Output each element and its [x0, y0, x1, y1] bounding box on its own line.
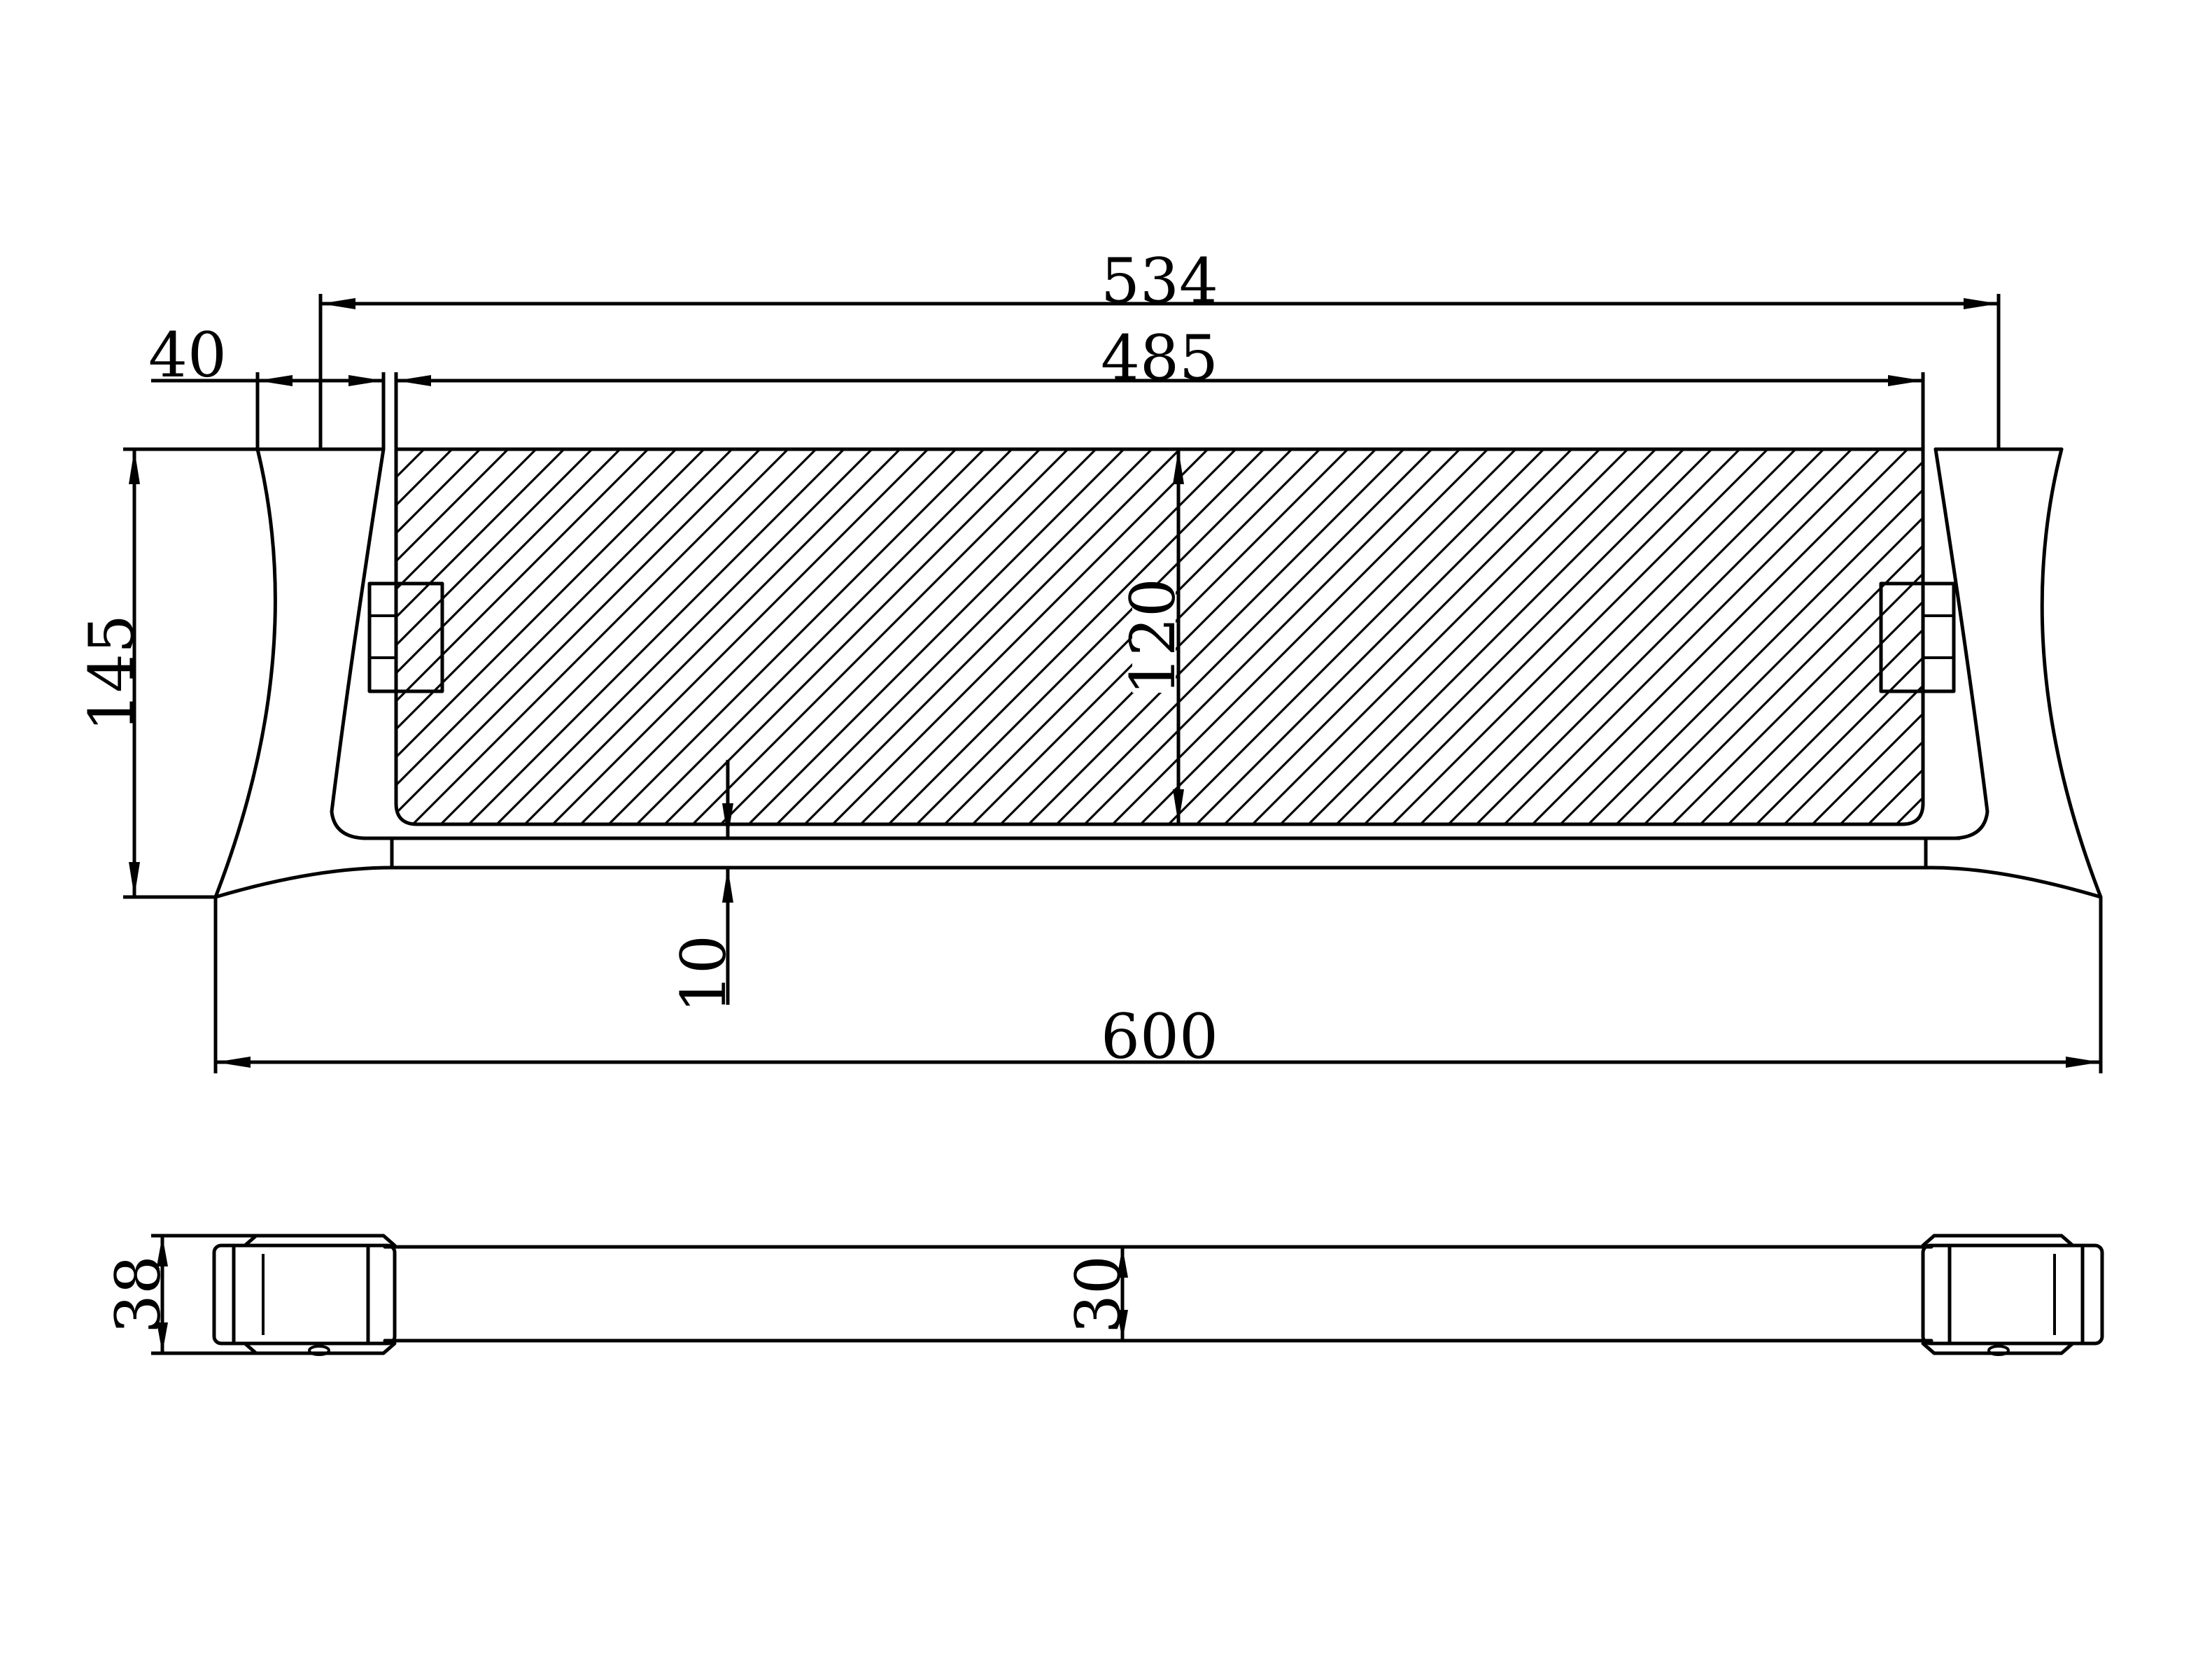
hatch-line — [1111, 449, 1489, 824]
hatch-line — [1867, 449, 1923, 824]
hatch-line — [396, 449, 593, 824]
hatch-line — [396, 449, 621, 824]
dimension-label-30: 30 — [1062, 1255, 1134, 1334]
hatch-line — [579, 449, 957, 824]
left-bracket-outer — [213, 447, 277, 899]
hatch-line — [551, 449, 929, 824]
hatch-line — [831, 449, 1209, 824]
hatch-line — [523, 449, 901, 824]
hatch-line — [396, 449, 537, 824]
hatch-line — [467, 449, 845, 824]
dimension-120: 120 — [1117, 449, 1189, 824]
hatch-line — [411, 449, 789, 824]
dimension-145: 145 — [76, 447, 383, 899]
hatch-line — [1139, 449, 1517, 824]
hatch-line — [999, 449, 1377, 824]
dimension-label-120: 120 — [1117, 578, 1189, 696]
right-bracket-outer — [2040, 447, 2103, 899]
hatch-line — [719, 449, 1097, 824]
dimension-30: 30 — [1062, 1247, 1134, 1341]
hatch-line — [1475, 449, 1853, 824]
hatch-line — [1727, 449, 1923, 824]
hatch-line — [747, 449, 1125, 824]
dimension-600: 600 — [213, 897, 2103, 1073]
hatch-line — [1924, 449, 2205, 824]
hatch-line — [1391, 449, 1769, 824]
right-clamp-block — [1879, 581, 1956, 693]
dimension-label-485: 485 — [1101, 322, 1218, 394]
hatch-line — [1447, 449, 1825, 824]
hatch-line — [1251, 449, 1629, 824]
hatch-line — [635, 449, 1013, 824]
hatch-line — [1503, 449, 1881, 824]
hatch-line — [1587, 449, 1923, 824]
hatch-line — [396, 449, 481, 824]
hatch-line — [495, 449, 873, 824]
dimension-label-40: 40 — [148, 319, 227, 391]
side-view: 38 30 — [102, 1234, 2104, 1356]
hatch-line — [396, 449, 649, 824]
hatch-line — [1559, 449, 1923, 824]
hatch-line — [1615, 449, 1923, 824]
hatch-line — [915, 449, 1293, 824]
hatch-line — [1755, 449, 1923, 824]
hatch-line — [859, 449, 1237, 824]
hatch-line — [887, 449, 1265, 824]
hatch-line — [1335, 449, 1713, 824]
hatch-line — [1783, 449, 1923, 824]
left-bracket-inner — [330, 447, 386, 840]
top-view: 534 485 40 145 — [76, 245, 2205, 1073]
hatch-line — [396, 449, 733, 824]
dimension-485: 485 — [394, 322, 1925, 449]
hatch-line — [1307, 449, 1685, 824]
hatch-line — [1419, 449, 1797, 824]
hatch-line — [1363, 449, 1741, 824]
hatch-line — [607, 449, 985, 824]
dimension-10: 10 — [668, 760, 740, 1013]
dimension-label-534: 534 — [1101, 245, 1218, 317]
left-clamp-block — [367, 581, 444, 693]
hatch-line — [663, 449, 1041, 824]
hatch-line — [396, 449, 509, 824]
hatch-line — [1531, 449, 1909, 824]
hatch-line — [1699, 449, 1923, 824]
hatch-line — [439, 449, 817, 824]
hatch-line — [1839, 449, 1923, 824]
hatch-line — [1027, 449, 1405, 824]
hatch-line — [1055, 449, 1433, 824]
hatch-line — [1811, 449, 1923, 824]
hatch-line — [1167, 449, 1545, 824]
hatch-line — [691, 449, 1069, 824]
right-bracket-inner — [1933, 447, 1989, 840]
hatch-line — [1083, 449, 1461, 824]
dimension-label-145: 145 — [76, 614, 148, 732]
dimension-534: 534 — [318, 245, 2001, 449]
hatch-line — [396, 449, 761, 824]
dimension-label-38: 38 — [102, 1255, 174, 1334]
hatch-line — [1223, 449, 1601, 824]
hatch-line — [396, 449, 677, 824]
hatch-line — [1279, 449, 1657, 824]
dimension-38: 38 — [102, 1234, 256, 1355]
hatch-line — [1195, 449, 1573, 824]
hatch-line — [1643, 449, 1923, 824]
right-end-cap — [1921, 1234, 2104, 1356]
hatch-line — [803, 449, 1181, 824]
left-end-cap — [212, 1234, 397, 1356]
dimension-40: 40 — [148, 319, 386, 449]
glass-hatching — [396, 449, 2205, 824]
hatch-line — [1671, 449, 1923, 824]
hatch-line — [396, 449, 705, 824]
base-rail — [213, 866, 2103, 899]
dimension-label-600: 600 — [1101, 1001, 1218, 1073]
hatch-line — [396, 449, 565, 824]
dimension-label-10: 10 — [668, 935, 740, 1013]
hatch-line — [775, 449, 1153, 824]
